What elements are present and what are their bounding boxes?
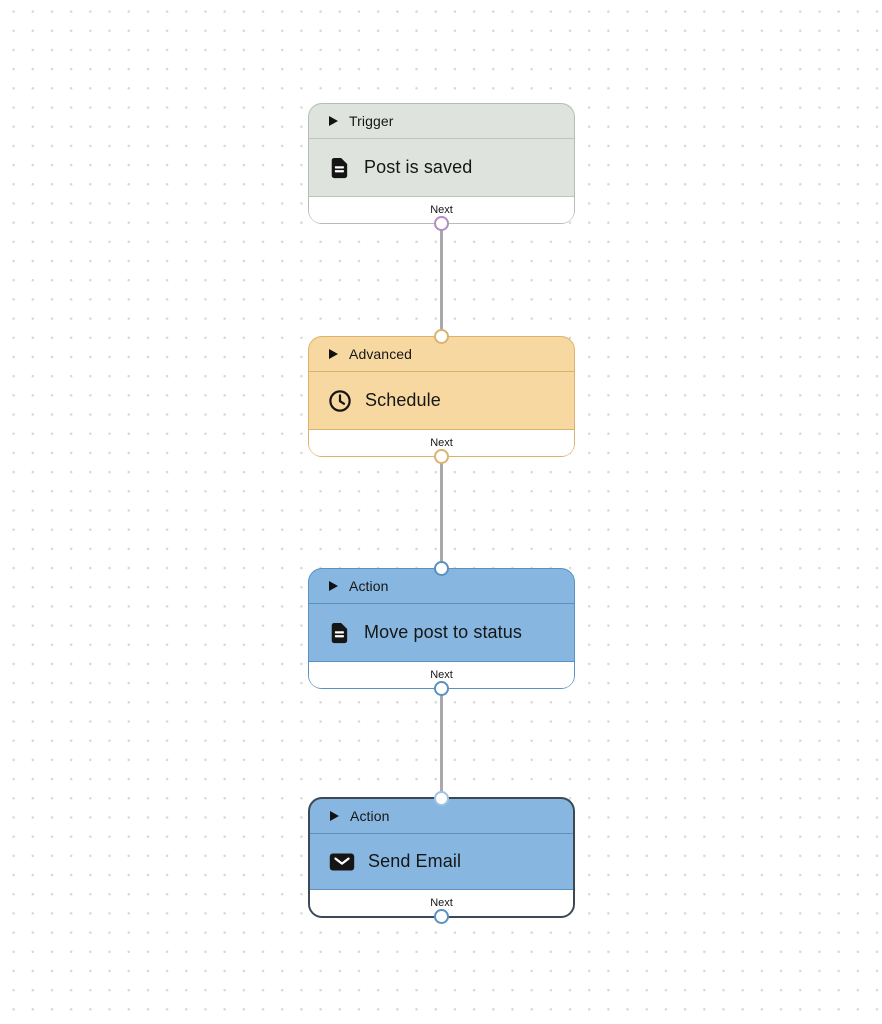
node-kind-label: Trigger	[349, 113, 394, 129]
next-output-label: Next	[430, 669, 453, 681]
document-icon	[328, 621, 351, 645]
node-title: Send Email	[368, 851, 462, 871]
node-header[interactable]: Action	[310, 799, 573, 834]
workflow-node-action-send-email[interactable]: Action Send Email Next	[308, 791, 575, 924]
edge-connector	[440, 689, 443, 798]
output-port[interactable]	[434, 909, 449, 924]
input-port[interactable]	[434, 791, 449, 806]
node-title: Schedule	[365, 390, 441, 410]
node-kind-label: Advanced	[349, 346, 413, 362]
node-header[interactable]: Action	[309, 569, 574, 604]
input-port[interactable]	[434, 329, 449, 344]
collapse-triangle-icon[interactable]	[330, 811, 339, 821]
edge-connector	[440, 457, 443, 569]
node-body[interactable]: Post is saved	[309, 139, 574, 196]
node-title: Post is saved	[364, 157, 473, 177]
workflow-node-advanced-schedule[interactable]: Advanced Schedule Next	[308, 329, 575, 464]
node-body[interactable]: Move post to status	[309, 604, 574, 661]
node-footer: Next	[309, 429, 574, 456]
collapse-triangle-icon[interactable]	[329, 116, 338, 126]
collapse-triangle-icon[interactable]	[329, 581, 338, 591]
next-output-label: Next	[430, 204, 453, 216]
envelope-icon	[329, 850, 355, 874]
input-port[interactable]	[434, 561, 449, 576]
node-body[interactable]: Send Email	[310, 834, 573, 889]
node-header[interactable]: Advanced	[309, 337, 574, 372]
document-icon	[328, 156, 351, 180]
node-header[interactable]: Trigger	[309, 104, 574, 139]
clock-icon	[328, 389, 352, 413]
output-port[interactable]	[434, 681, 449, 696]
node-kind-label: Action	[350, 808, 390, 824]
node-title: Move post to status	[364, 622, 522, 642]
output-port[interactable]	[434, 449, 449, 464]
next-output-label: Next	[430, 437, 453, 449]
next-output-label: Next	[430, 897, 453, 909]
workflow-node-trigger-post-is-saved[interactable]: Trigger Post is saved Next	[308, 103, 575, 231]
node-body[interactable]: Schedule	[309, 372, 574, 429]
output-port[interactable]	[434, 216, 449, 231]
workflow-node-action-move-post-to-status[interactable]: Action Move post to status Next	[308, 561, 575, 696]
node-kind-label: Action	[349, 578, 389, 594]
edge-connector	[440, 224, 443, 337]
collapse-triangle-icon[interactable]	[329, 349, 338, 359]
